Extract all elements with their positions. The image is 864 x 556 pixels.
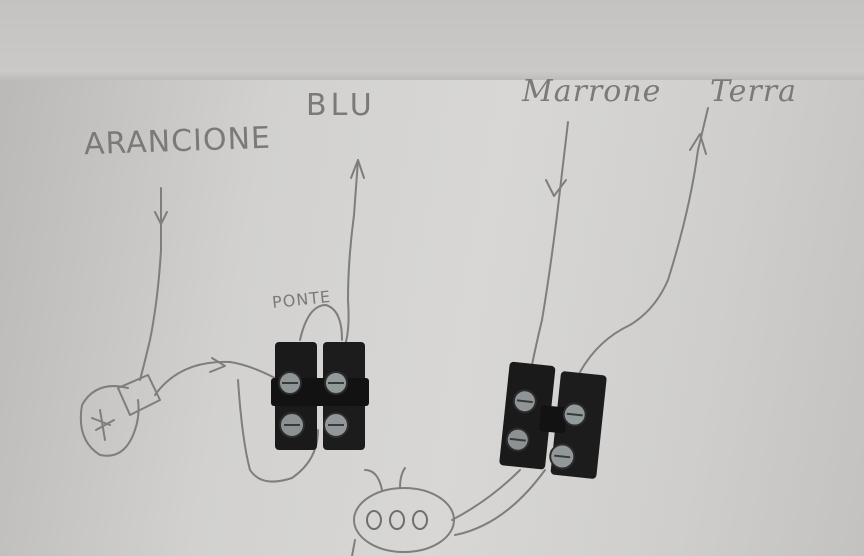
socket-pin-2 (389, 510, 405, 530)
arrow-bulb (209, 357, 226, 373)
socket-wire-right (451, 469, 546, 536)
label-arancione: ARANCIONE (83, 120, 272, 163)
wire-arancione (139, 187, 162, 381)
wire-blu (344, 159, 359, 346)
bulb-socket (117, 374, 161, 416)
label-terra: Terra (710, 74, 798, 109)
wire-marrone (531, 121, 569, 366)
terminal-block-left (271, 342, 369, 450)
label-marrone: Marrone (522, 74, 662, 109)
wire-terra (579, 107, 709, 373)
label-blu: BLU (306, 88, 376, 123)
socket-wire-up (364, 467, 406, 491)
socket-pin-1 (366, 510, 382, 530)
ponte-bridge (299, 304, 343, 341)
bulb-filament (91, 409, 115, 441)
socket-wire-down (351, 539, 356, 556)
arrow-marrone (545, 179, 567, 197)
arrow-terra (689, 133, 707, 155)
terminal-block-right (499, 361, 607, 479)
wire-bulb-to-block (154, 360, 276, 396)
socket-pin-3 (412, 510, 428, 530)
wire-block-return (237, 379, 319, 483)
arrow-blu (350, 159, 365, 179)
bulb-icon (79, 385, 140, 457)
paper-fold-shadow (0, 0, 864, 80)
arrow-arancione (154, 211, 168, 225)
